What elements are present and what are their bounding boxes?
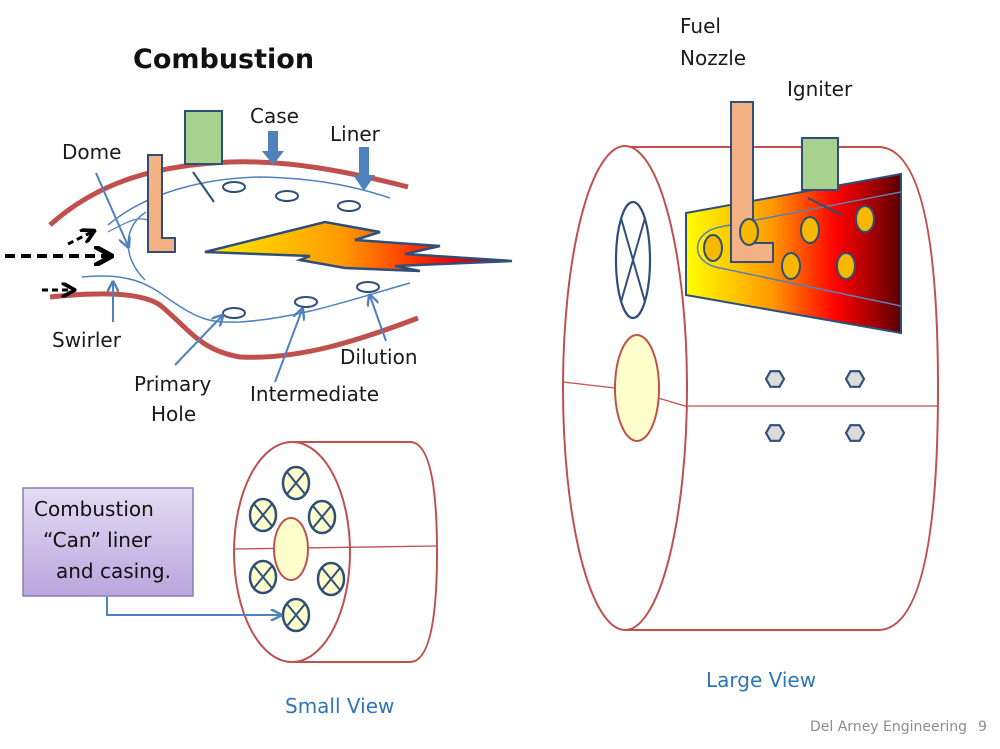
liner-label: Liner [330, 122, 381, 146]
liner-hole [800, 216, 820, 244]
large-igniter-shape [801, 137, 839, 191]
fuel-nozzle-shape [147, 154, 176, 253]
flame-shape [204, 220, 513, 273]
large-view-caption: Large View [706, 668, 816, 692]
igniter-tip [192, 171, 215, 203]
dome-label: Dome [62, 140, 121, 164]
case-label: Case [250, 104, 299, 128]
small-view [233, 441, 439, 663]
fuel-nozzle-label-line2: Nozzle [680, 46, 746, 70]
dilution-label: Dilution [340, 345, 418, 369]
callout-line2: “Can” liner [43, 528, 152, 552]
page-number: 9 [978, 719, 987, 735]
intermediate-label: Intermediate [250, 382, 379, 406]
swirler-label: Swirler [52, 328, 122, 352]
fuel-nozzle-label-line1: Fuel [680, 14, 721, 38]
liner-hole [222, 181, 246, 193]
primary-hole-leader-arrow [174, 316, 222, 366]
large-can-body [625, 146, 940, 631]
callout-leader-arrow [106, 597, 280, 615]
primary-hole-label-line1: Primary [134, 372, 211, 396]
dome-curve [127, 211, 147, 281]
intermediate-hole [294, 296, 318, 308]
case-arrow [262, 131, 284, 165]
small-can-center-hole [273, 517, 309, 581]
large-liner-inner [696, 191, 902, 307]
side-view: Case Liner Dome Swirler Primary Hole Int… [5, 104, 513, 426]
small-view-caption: Small View [285, 694, 394, 718]
liner-arrow [353, 147, 375, 191]
dome-leader-arrow [95, 172, 128, 246]
bolt-icon [764, 424, 786, 442]
bolt-icon [844, 370, 866, 388]
liner-hole [781, 252, 801, 280]
bolt-icon [844, 424, 866, 442]
liner-hole [739, 218, 759, 246]
igniter-shape [184, 110, 223, 165]
small-nozzle-icon [281, 465, 311, 501]
large-can-seam-face [562, 381, 616, 389]
small-nozzle-icon [248, 497, 278, 533]
large-igniter-tip [807, 197, 843, 216]
upper-airflow-arrow [67, 232, 92, 246]
large-fuel-nozzle-shape [730, 101, 774, 263]
small-nozzle-icon [316, 561, 346, 597]
case-lower-wall [49, 291, 419, 360]
face-nozzle-icon [614, 200, 652, 320]
bolt-icon [764, 370, 786, 388]
page-title: Combustion [133, 44, 314, 75]
callout-box [22, 487, 194, 597]
small-nozzle-icon [281, 597, 311, 633]
case-upper-wall [48, 159, 409, 227]
primary-hole-label-line2: Hole [151, 402, 196, 426]
intermediate-leader-arrow [274, 310, 302, 383]
liner-hole [855, 205, 875, 233]
callout-line1: Combustion [34, 497, 154, 521]
small-can-body [292, 441, 439, 663]
igniter-label: Igniter [787, 77, 853, 101]
callout-line3: and casing. [56, 559, 171, 583]
dilution-hole [356, 281, 380, 293]
large-can-center-hole [614, 334, 660, 442]
footer-text: Del Arney Engineering [810, 719, 967, 735]
small-nozzle-icon [307, 499, 337, 535]
liner-hole [836, 252, 856, 280]
liner-hole [275, 190, 299, 202]
liner-hole [337, 200, 361, 212]
large-can-seam-face-2 [657, 397, 686, 407]
small-nozzle-icon [248, 559, 278, 595]
dilution-leader-arrow [370, 296, 387, 342]
primary-hole [222, 307, 246, 319]
large-view: Fuel Nozzle Igniter [562, 14, 940, 631]
liner-hole [703, 234, 723, 262]
small-can-seam [233, 545, 438, 550]
callout: Combustion “Can” liner and casing. [22, 487, 280, 615]
